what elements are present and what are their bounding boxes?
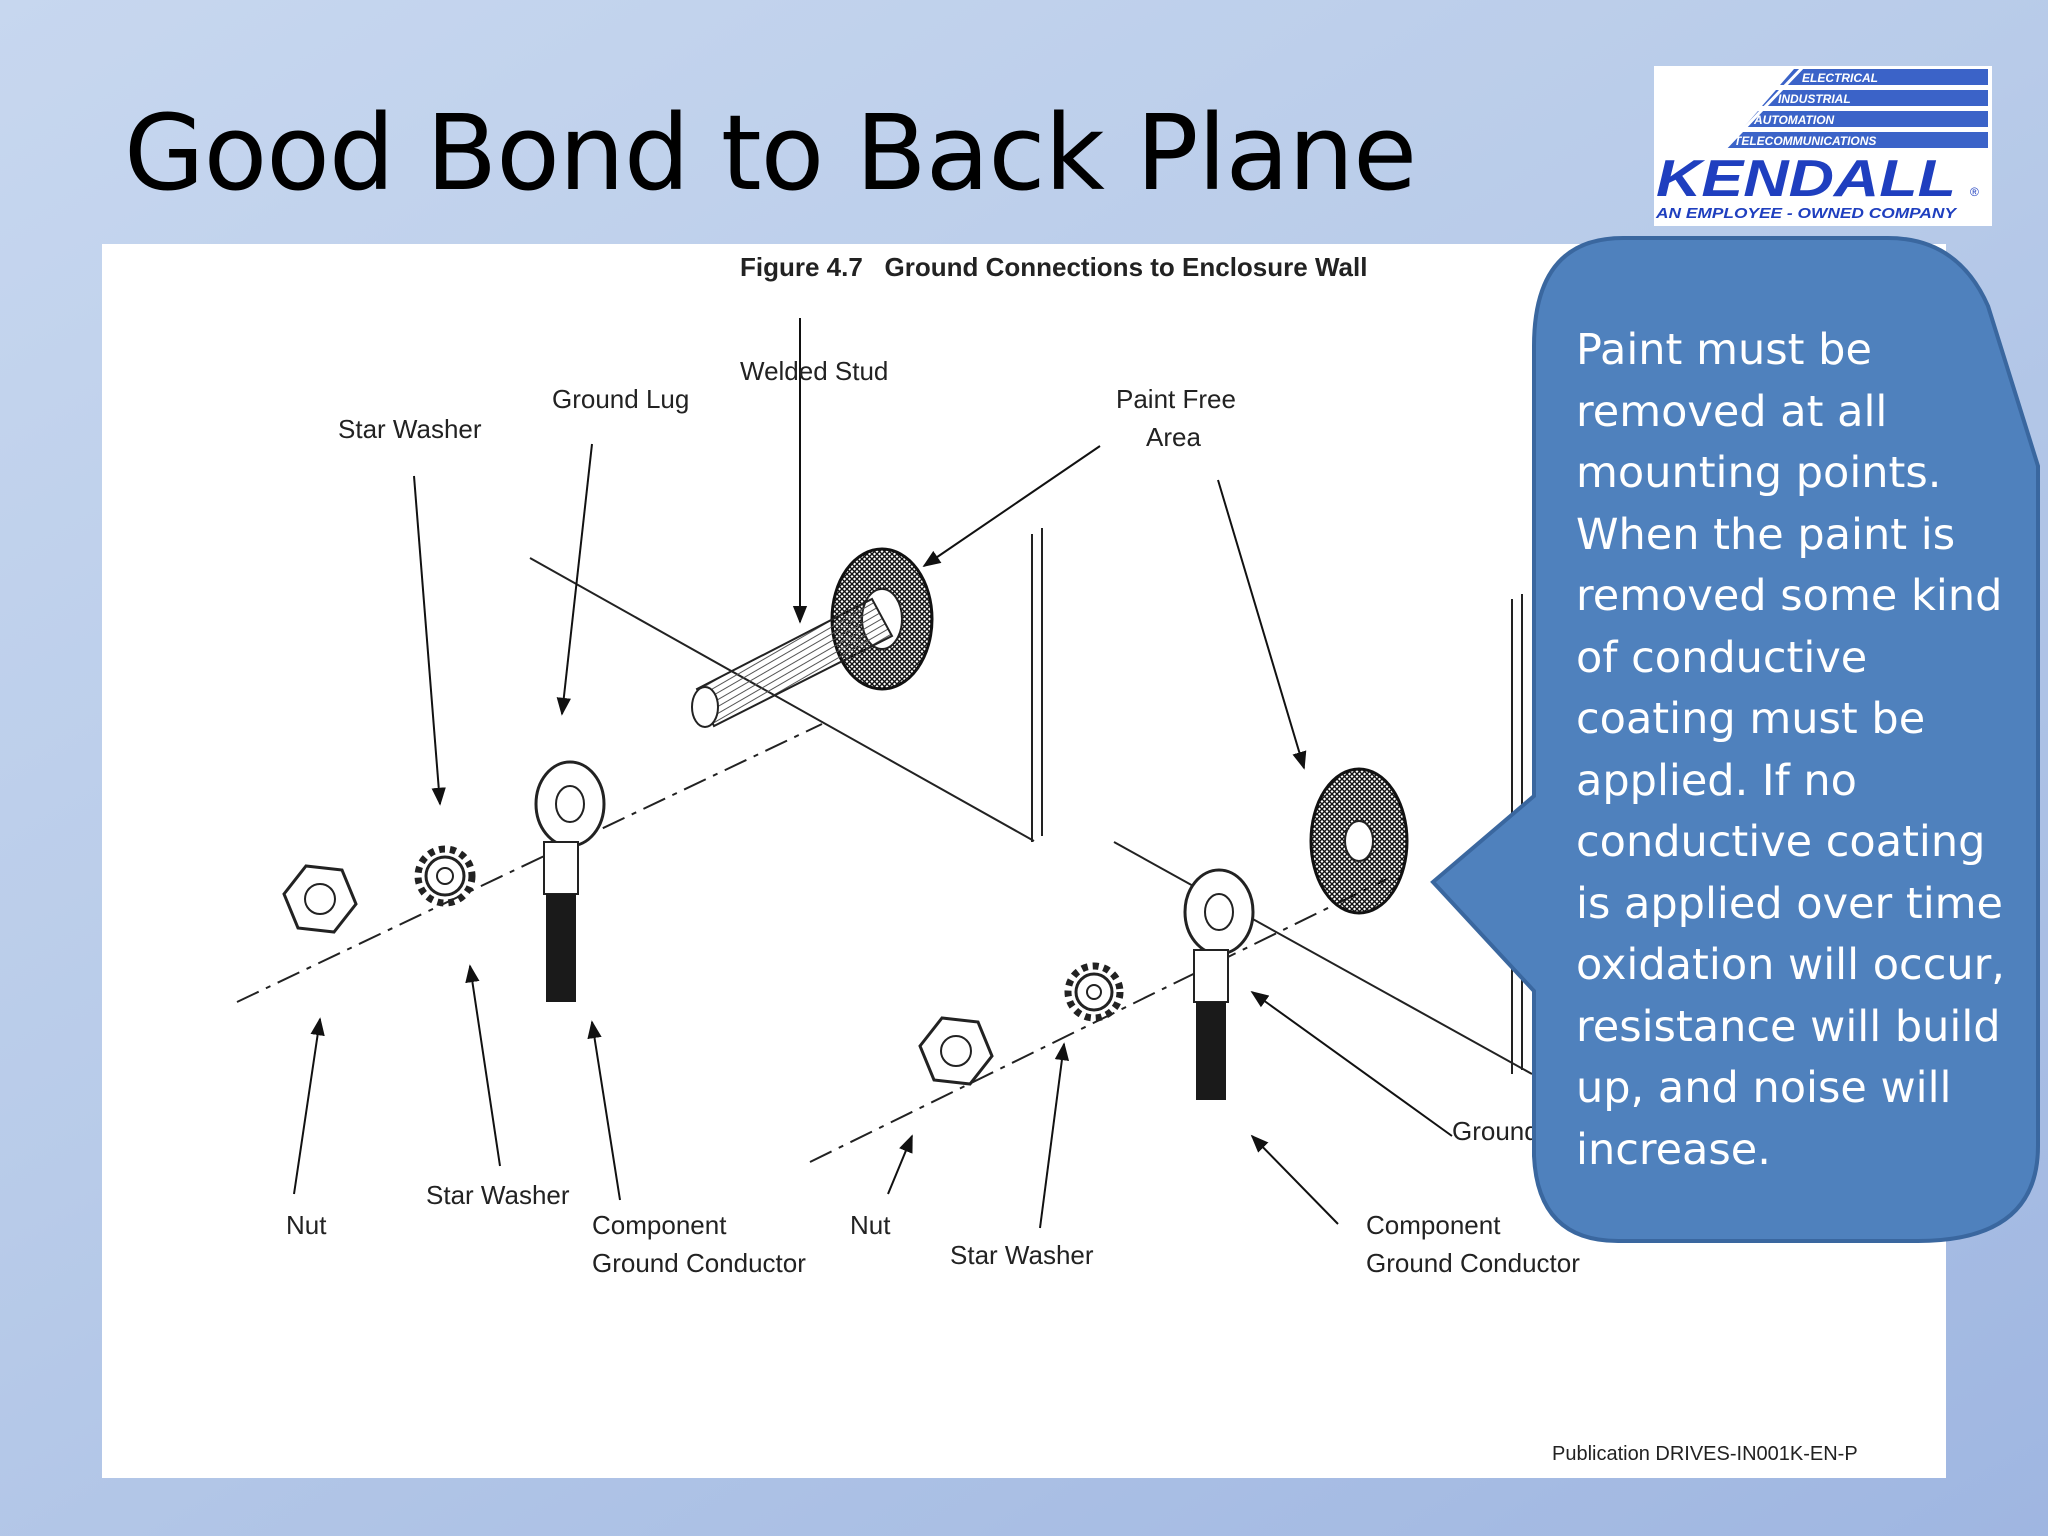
label-paint-free-line1: Paint Free <box>1116 384 1236 414</box>
logo-line-telecom: TELECOMMUNICATIONS <box>1734 134 1876 148</box>
logo-line-industrial: INDUSTRIAL <box>1778 92 1851 106</box>
label-ground-partial: Ground <box>1452 1116 1539 1146</box>
leader-arrows <box>293 318 1453 1229</box>
callout-text: Paint must be removed at all mounting po… <box>1576 325 2005 1175</box>
kendall-logo: ELECTRICAL INDUSTRIAL AUTOMATION TELECOM… <box>1654 66 1992 226</box>
label-star-washer-left-bottom: Star Washer <box>426 1180 570 1210</box>
nut-right <box>918 1016 994 1086</box>
enclosure-wall-edge-right <box>1113 841 1533 1075</box>
label-welded-stud: Welded Stud <box>740 356 888 386</box>
enclosure-wall-edge-left <box>529 557 1035 842</box>
label-component-right-line2: Ground Conductor <box>1366 1248 1580 1278</box>
star-washer-left <box>414 845 476 907</box>
ground-lug-right <box>1183 868 1255 1100</box>
star-washer-right <box>1064 962 1124 1022</box>
right-assembly <box>809 594 1533 1163</box>
publication-note: Publication DRIVES-IN001K-EN-P <box>1552 1443 1858 1465</box>
slide-title: Good Bond to Back Plane <box>124 92 1417 214</box>
label-paint-free-line2: Area <box>1146 422 1201 452</box>
label-component-right-line1: Component <box>1366 1210 1501 1240</box>
logo-line-automation: AUTOMATION <box>1753 113 1835 127</box>
left-assembly <box>236 528 1043 1003</box>
ground-lug-left <box>534 760 606 1002</box>
logo-line-electrical: ELECTRICAL <box>1802 71 1878 85</box>
callout-bubble <box>1430 236 2040 1243</box>
logo-registered-mark: ® <box>1970 185 1979 199</box>
label-component-left-line2: Ground Conductor <box>592 1248 806 1278</box>
label-star-washer-right-bottom: Star Washer <box>950 1240 1094 1270</box>
figure-caption: Figure 4.7 Ground Connections to Enclosu… <box>740 252 1367 282</box>
logo-tagline: AN EMPLOYEE - OWNED COMPANY <box>1655 205 1958 222</box>
label-ground-lug: Ground Lug <box>552 384 689 414</box>
label-nut-right: Nut <box>850 1210 891 1240</box>
logo-brand: KENDALL <box>1656 150 1956 208</box>
label-component-left-line1: Component <box>592 1210 727 1240</box>
nut-left <box>282 864 358 934</box>
axis-line-left <box>236 723 823 1003</box>
ground-connections-diagram: Figure 4.7 Ground Connections to Enclosu… <box>236 252 1858 1465</box>
label-nut-left: Nut <box>286 1210 327 1240</box>
label-star-washer-top: Star Washer <box>338 414 482 444</box>
